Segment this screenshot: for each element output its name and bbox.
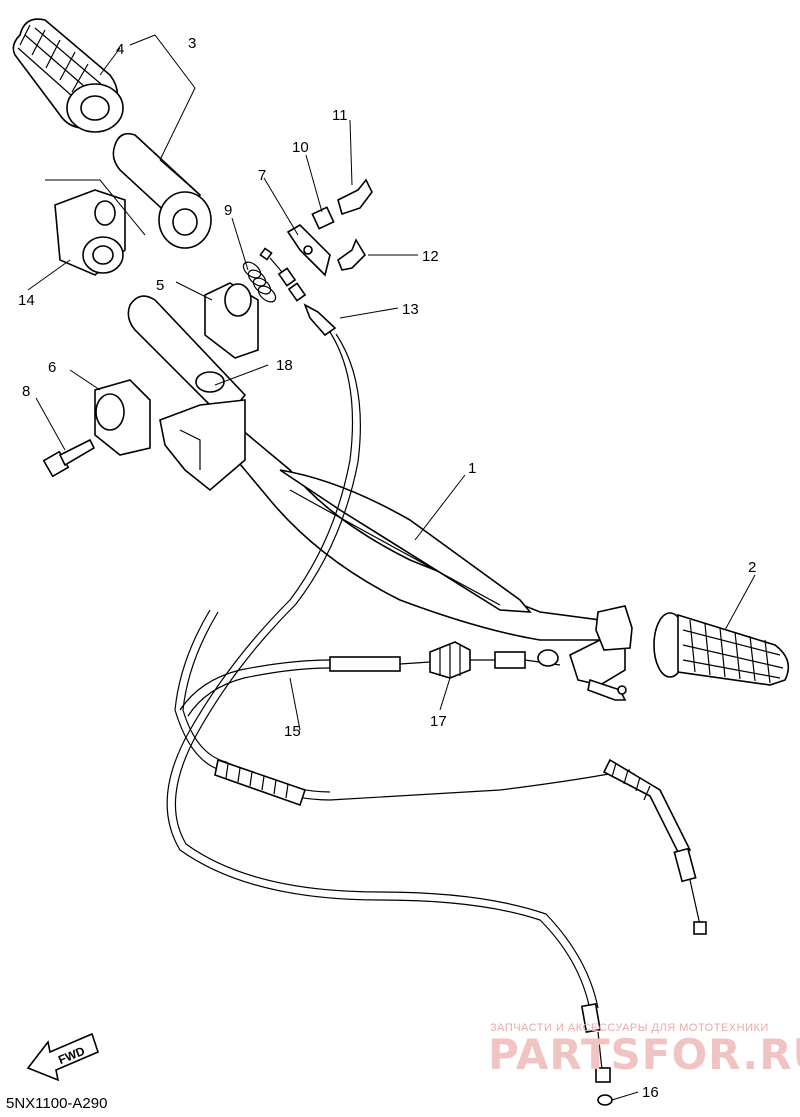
- hot-start-lever[interactable]: [286, 223, 331, 277]
- throttle-tube[interactable]: [112, 132, 212, 249]
- callout-8: 8: [22, 383, 30, 400]
- callout-9: 9: [224, 202, 232, 219]
- callout-10: 10: [292, 139, 309, 156]
- callout-11: 11: [332, 107, 348, 124]
- callout-13: 13: [402, 301, 419, 318]
- handlebar[interactable]: [219, 418, 601, 641]
- bolt-8[interactable]: [42, 438, 96, 478]
- throttle-cable[interactable]: [174, 609, 707, 935]
- callout-17: 17: [430, 713, 447, 730]
- diagram-part-code: 5NX1100-A290: [6, 1095, 108, 1112]
- watermark-tagline: ЗАПЧАСТИ И АКСЕССУАРЫ ДЛЯ МОТОТЕХНИКИ: [490, 1022, 769, 1034]
- throttle-housing[interactable]: [45, 179, 146, 276]
- clutch-lever-holder[interactable]: [569, 605, 633, 701]
- callout-3: 3: [188, 35, 196, 52]
- spring-9[interactable]: [240, 259, 278, 305]
- screw-11[interactable]: [337, 178, 373, 216]
- hot-starter-cable[interactable]: [166, 303, 611, 1083]
- o-ring[interactable]: [597, 1094, 613, 1106]
- throttle-grip[interactable]: [12, 18, 124, 133]
- switch-housing[interactable]: [159, 399, 246, 492]
- holder[interactable]: [94, 379, 151, 456]
- cable-adjuster[interactable]: [429, 641, 561, 679]
- callout-18: 18: [276, 357, 293, 374]
- watermark-logo: PARTSFOR.RU: [488, 1030, 800, 1079]
- collar-10[interactable]: [311, 206, 335, 230]
- leader-lines: [27, 34, 756, 1101]
- callout-2: 2: [748, 559, 756, 576]
- callout-14: 14: [18, 292, 35, 309]
- callout-12: 12: [422, 248, 439, 265]
- callout-5: 5: [156, 277, 164, 294]
- left-grip-tube[interactable]: [127, 295, 247, 422]
- right-grip[interactable]: [653, 612, 790, 686]
- callout-1: 1: [468, 460, 476, 477]
- callout-15: 15: [284, 723, 301, 740]
- cable-end-fitting[interactable]: [259, 247, 307, 302]
- fwd-arrow-icon: FWD: [26, 1032, 99, 1082]
- callout-16: 16: [642, 1084, 659, 1101]
- screw-12[interactable]: [337, 238, 367, 271]
- callout-6: 6: [48, 359, 56, 376]
- lever-bracket[interactable]: [204, 282, 259, 359]
- callout-7: 7: [258, 167, 266, 184]
- callout-4: 4: [116, 41, 124, 58]
- callout-labels: 1 2 3 4 5 6 7 8 9 10 11 12 13 14 15 16 1…: [18, 35, 756, 1101]
